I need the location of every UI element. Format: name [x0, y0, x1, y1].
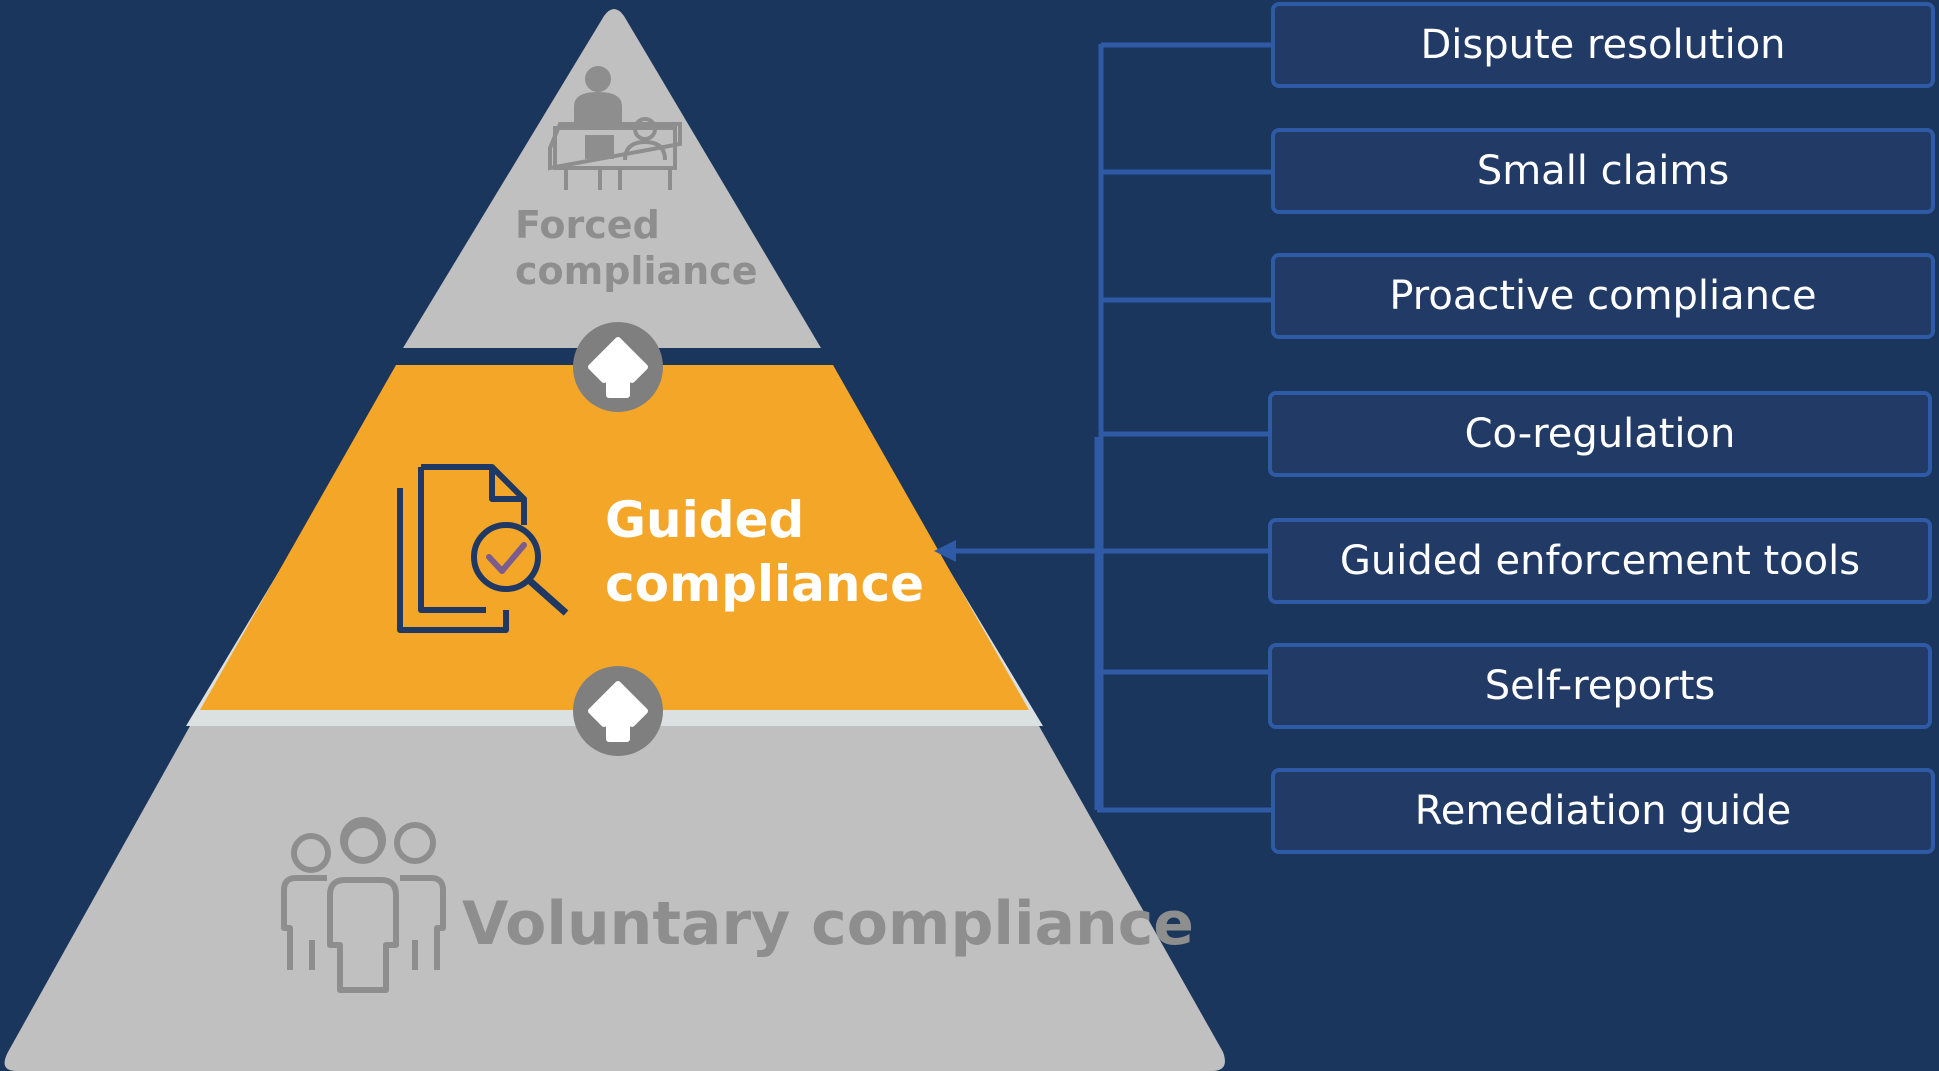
tool-box-self-reports[interactable]: Self-reports	[1268, 643, 1932, 729]
forced-compliance-label: Forced compliance	[515, 203, 757, 294]
guided-label-line2: compliance	[605, 555, 925, 613]
guided-label-line1: Guided	[605, 491, 805, 549]
tool-label: Dispute resolution	[1420, 22, 1786, 68]
tier-forced	[403, 9, 821, 348]
connector-arrowhead	[934, 540, 956, 562]
tier-voluntary	[4, 726, 1225, 1071]
forced-label-line1: Forced	[515, 203, 660, 247]
voluntary-compliance-label: Voluntary compliance	[462, 889, 1194, 959]
court-hearing-icon	[548, 66, 682, 190]
up-arrow-icon	[573, 322, 663, 412]
tool-box-proactive-compliance[interactable]: Proactive compliance	[1271, 253, 1935, 339]
guided-compliance-label: Guided compliance	[605, 488, 924, 616]
tool-box-small-claims[interactable]: Small claims	[1271, 128, 1935, 214]
tool-box-dispute-resolution[interactable]: Dispute resolution	[1271, 2, 1935, 88]
tool-box-guided-enforcement-tools[interactable]: Guided enforcement tools	[1268, 518, 1932, 604]
tool-label: Co-regulation	[1464, 411, 1736, 457]
document-review-icon	[397, 464, 569, 633]
tool-box-remediation-guide[interactable]: Remediation guide	[1271, 768, 1935, 854]
connector-lines	[950, 42, 1271, 813]
tier-guided	[200, 365, 1029, 710]
tool-label: Guided enforcement tools	[1339, 538, 1861, 584]
tool-label: Remediation guide	[1414, 788, 1792, 834]
tool-label: Self-reports	[1484, 663, 1716, 709]
tool-box-co-regulation[interactable]: Co-regulation	[1268, 391, 1932, 477]
tool-label: Proactive compliance	[1389, 273, 1817, 319]
people-group-icon	[281, 817, 446, 993]
tool-label: Small claims	[1476, 148, 1730, 194]
up-arrow-icon	[573, 666, 663, 756]
forced-label-line2: compliance	[515, 248, 758, 293]
